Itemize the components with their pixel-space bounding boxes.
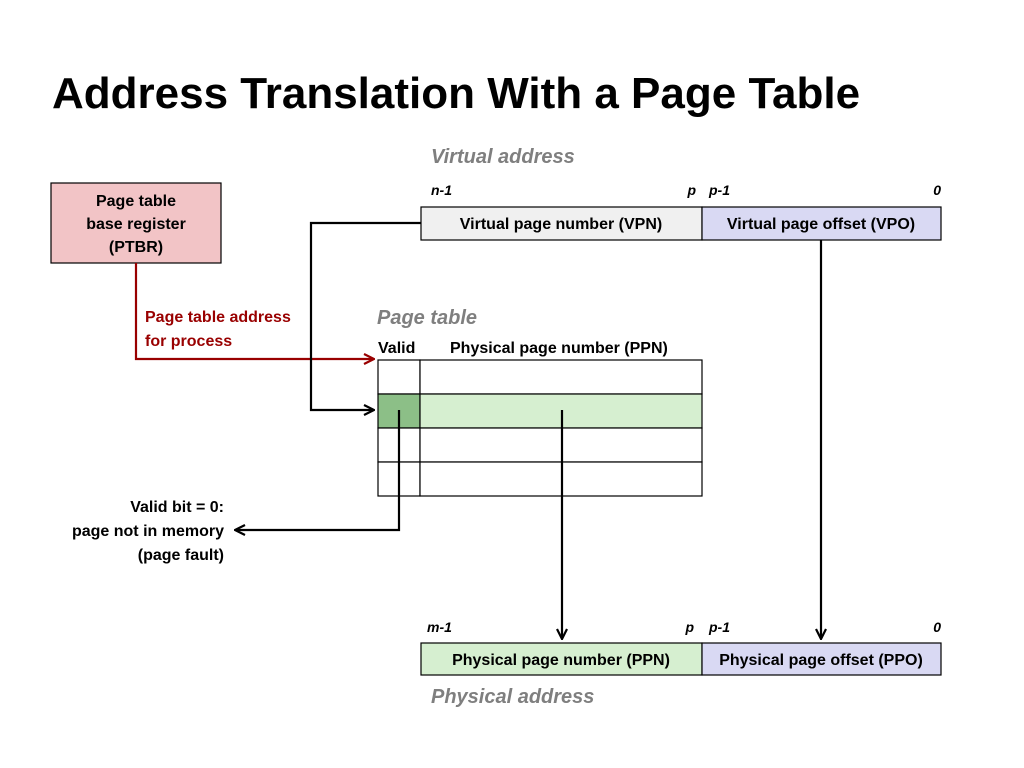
page-title: Address Translation With a Page Table (52, 69, 860, 118)
ppn-label: Physical page number (PPN) (452, 652, 670, 669)
ptbr-box (50, 182, 222, 264)
ppo-field (701, 642, 942, 676)
va-bit-split-low-label: p-1 (708, 182, 730, 198)
vpn-to-page-table-arrow (309, 221, 421, 410)
pa-bit-split-low-label: p-1 (708, 619, 730, 635)
page-table-address-line1: Page table address (145, 309, 291, 326)
page-table-valid-cell (377, 359, 421, 395)
ptbr-line2: base register (86, 216, 186, 233)
physical-address-label: Physical address (431, 686, 594, 708)
pa-bit-split-high-label: p (684, 619, 694, 635)
valid-note-line2: page not in memory (72, 523, 224, 540)
page-table-address-line2: for process (145, 333, 232, 350)
pa-bit-low-label: 0 (933, 619, 941, 635)
page-table-label: Page table (377, 307, 477, 329)
va-bit-high-label: n-1 (431, 182, 452, 198)
va-bit-split-high-label: p (686, 182, 696, 198)
vpo-field (701, 206, 942, 241)
va-bit-low-label: 0 (933, 182, 941, 198)
vpn-label: Virtual page number (VPN) (460, 216, 662, 233)
ppn-column-header: Physical page number (PPN) (450, 340, 668, 357)
ppo-label: Physical page offset (PPO) (719, 652, 923, 669)
ptbr-line1: Page table (96, 193, 176, 210)
valid-note-line1: Valid bit = 0: (130, 499, 224, 516)
ptbr-to-page-table-arrow (134, 263, 373, 359)
pa-bit-high-label: m-1 (427, 619, 452, 635)
valid-column-header: Valid (378, 340, 415, 357)
page-table-rows (377, 359, 703, 497)
valid-bit-to-note-arrow (236, 410, 401, 530)
page-table-ppn-cell (419, 359, 703, 395)
vpo-label: Virtual page offset (VPO) (727, 216, 915, 233)
ppn-field (420, 642, 703, 676)
valid-note-line3: (page fault) (138, 547, 224, 564)
vpn-field (420, 206, 703, 241)
virtual-address-label: Virtual address (431, 146, 575, 168)
ptbr-line3: (PTBR) (109, 239, 163, 256)
